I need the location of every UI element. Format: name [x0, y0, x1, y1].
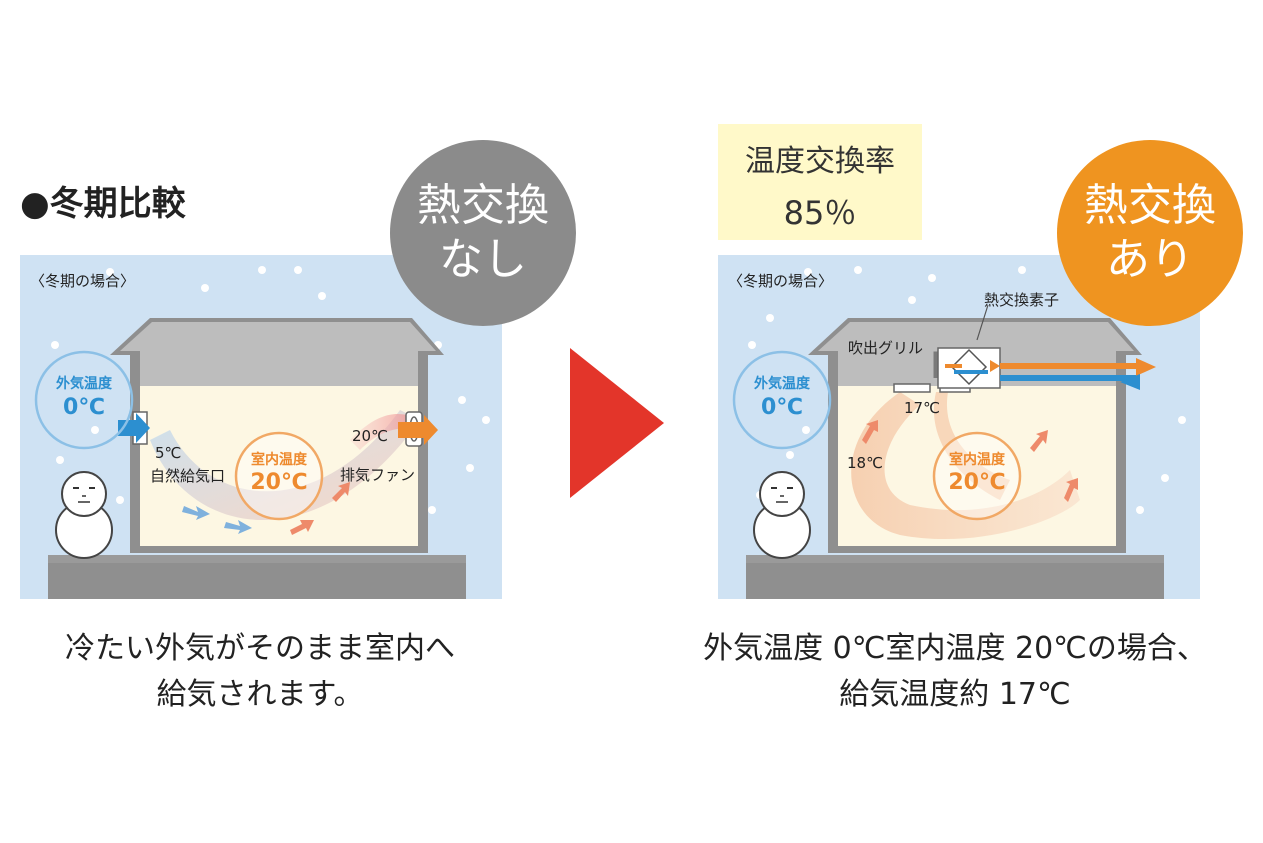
- right-element-label: 熱交換素子: [984, 291, 1060, 309]
- right-outside-temp-circle: [732, 350, 832, 450]
- left-outside-value: 0℃: [63, 395, 105, 420]
- right-supply-grille: [893, 383, 931, 393]
- exchange-rate-box: 温度交換率 85％: [718, 124, 922, 240]
- left-scene: [20, 255, 502, 599]
- left-snowman: [55, 471, 113, 559]
- exchange-rate-value: 85％: [783, 194, 857, 232]
- left-outside-label: 外気温度: [56, 376, 112, 392]
- right-ground: [746, 562, 1164, 599]
- right-scene: [718, 255, 1200, 599]
- left-case-label: 〈冬期の場合〉: [30, 272, 136, 290]
- next-arrow: [570, 348, 664, 498]
- right-caption-line1: 外気温度 0℃室内温度 20℃の場合、: [703, 631, 1207, 666]
- right-room-temp-circle: [932, 431, 1022, 521]
- left-exhaust-label: 排気ファン: [340, 466, 416, 484]
- left-caption-line1: 冷たい外気がそのまま室内へ: [65, 631, 455, 666]
- badge-line1: 熱交換: [1084, 180, 1216, 231]
- left-ground: [48, 562, 466, 599]
- exchange-rate-label: 温度交換率: [745, 144, 895, 179]
- left-exhaust-arrow: [398, 415, 438, 445]
- right-room-label: 室内温度: [949, 452, 1005, 468]
- right-outside-label: 外気温度: [754, 376, 810, 392]
- left-inlet-label: 自然給気口: [150, 467, 226, 485]
- left-exhaust-temp: 20℃: [352, 427, 388, 445]
- with-heat-exchange-badge: 熱交換 あり: [1057, 140, 1243, 326]
- left-inlet-temp: 5℃: [155, 444, 182, 462]
- no-heat-exchange-badge: 熱交換 なし: [390, 140, 576, 326]
- right-caption: 外気温度 0℃室内温度 20℃の場合、 給気温度約 17℃: [660, 626, 1250, 718]
- badge-line2: あり: [1106, 234, 1194, 285]
- right-caption-line2: 給気温度約 17℃: [839, 677, 1071, 712]
- left-room-temp-circle: [234, 431, 324, 521]
- left-room-value: 20℃: [250, 470, 308, 495]
- left-caption-line2: 給気されます。: [156, 677, 364, 712]
- right-outside-value: 0℃: [761, 395, 803, 420]
- left-outside-temp-circle: [34, 350, 134, 450]
- page-title: ●冬期比較: [20, 184, 186, 224]
- right-low-temp: 18℃: [847, 454, 883, 472]
- badge-line2: なし: [439, 234, 527, 285]
- right-grille-label: 吹出グリル: [848, 339, 924, 357]
- left-caption: 冷たい外気がそのまま室内へ 給気されます。: [20, 626, 500, 718]
- left-inlet-arrow: [118, 413, 150, 443]
- right-snow: [748, 266, 1186, 514]
- right-case-label: 〈冬期の場合〉: [728, 272, 834, 290]
- left-snow: [51, 266, 490, 514]
- left-room-label: 室内温度: [251, 452, 307, 468]
- right-snowman: [753, 471, 811, 559]
- right-supply-temp: 17℃: [904, 399, 940, 417]
- right-room-value: 20℃: [948, 470, 1006, 495]
- badge-line1: 熱交換: [417, 180, 549, 231]
